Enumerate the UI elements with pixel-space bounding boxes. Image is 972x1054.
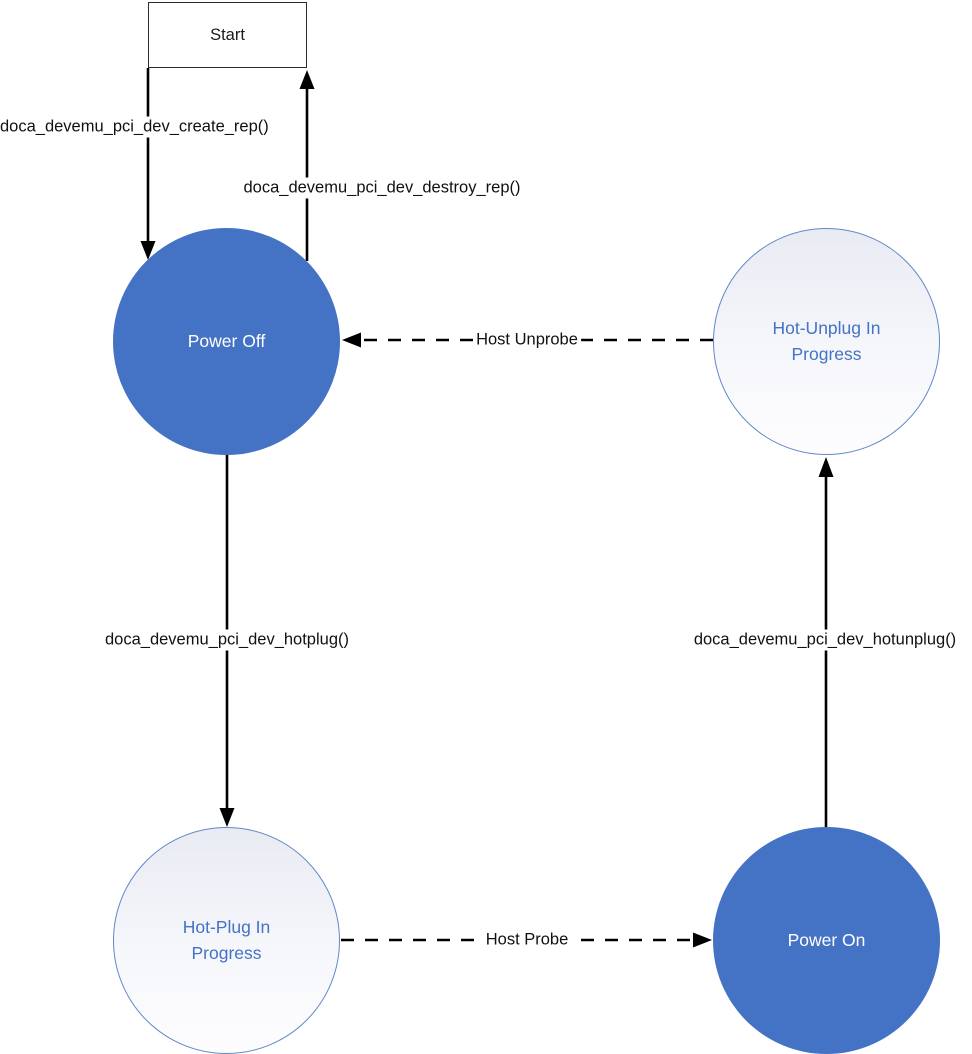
state-hot-plug-in-progress: Hot-Plug In Progress <box>113 827 340 1054</box>
state-power-on: Power On <box>713 827 940 1054</box>
edge-host-unprobe-arrowhead <box>342 332 361 348</box>
edge-hotplug-arrowhead <box>219 808 235 827</box>
start-node: Start <box>148 2 307 68</box>
edge-label-host-probe: Host Probe <box>482 929 572 951</box>
start-node-label: Start <box>210 25 245 44</box>
edge-label-hotplug: doca_devemu_pci_dev_hotplug() <box>101 629 353 651</box>
state-hot-plug-label: Hot-Plug In Progress <box>182 917 271 963</box>
state-power-off-label: Power Off <box>187 330 266 351</box>
state-power-off: Power Off <box>113 228 340 455</box>
edge-destroy-rep-arrowhead <box>299 70 315 89</box>
edge-label-hotunplug: doca_devemu_pci_dev_hotunplug() <box>690 629 960 651</box>
edge-hotunplug-arrowhead <box>818 457 834 477</box>
edge-label-create-rep: doca_devemu_pci_dev_create_rep() <box>0 116 272 138</box>
edge-create-rep-arrowhead <box>140 241 156 260</box>
edge-host-probe-arrowhead <box>693 932 712 948</box>
state-hot-unplug-label: Hot-Unplug In Progress <box>772 318 881 364</box>
state-hot-unplug-in-progress: Hot-Unplug In Progress <box>713 228 940 455</box>
edge-label-destroy-rep: doca_devemu_pci_dev_destroy_rep() <box>240 177 524 199</box>
state-power-on-label: Power On <box>787 929 866 950</box>
edge-label-host-unprobe: Host Unprobe <box>473 329 581 351</box>
